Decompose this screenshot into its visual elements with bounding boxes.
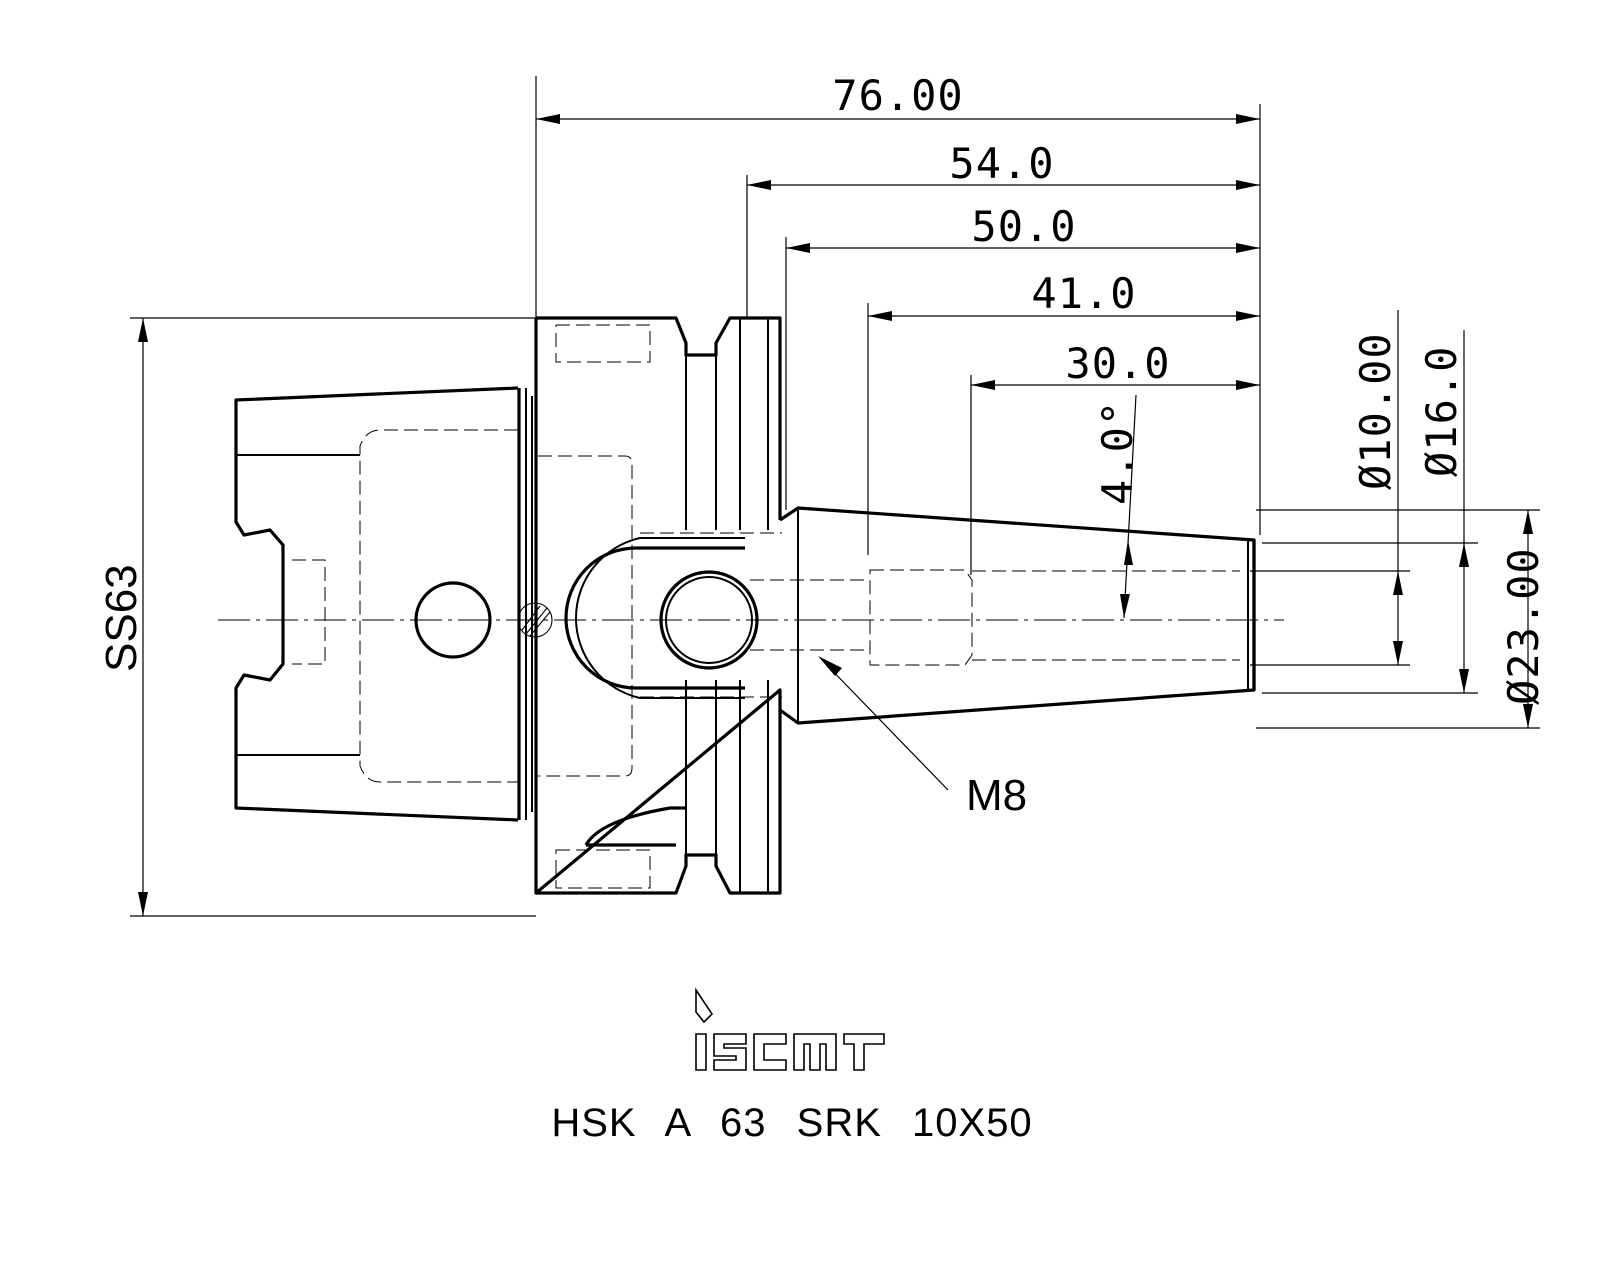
arrowhead bbox=[971, 380, 995, 390]
dim-41: 41.0 bbox=[1031, 269, 1136, 318]
section-hatch bbox=[521, 605, 551, 637]
arrowhead bbox=[1236, 380, 1260, 390]
key-slot-detail bbox=[584, 806, 686, 847]
dim-angle: 4.0° bbox=[1093, 400, 1142, 505]
arrowhead bbox=[1393, 641, 1403, 665]
flange-extension-lines bbox=[130, 317, 536, 917]
flange-outline bbox=[534, 316, 782, 895]
hidden-screw-bore bbox=[750, 569, 973, 666]
dim-76: 76.00 bbox=[832, 71, 963, 120]
hidden-key-slot-bottom bbox=[555, 849, 651, 889]
dim-50: 50.0 bbox=[971, 202, 1076, 251]
dimensions-diameter: Ø10.00 Ø16.0 Ø23.00 bbox=[1250, 310, 1548, 729]
arrowhead bbox=[536, 114, 560, 124]
dim-d10: Ø10.00 bbox=[1351, 332, 1400, 490]
holder-body bbox=[234, 316, 1256, 895]
dimensions-horizontal: 76.00 54.0 50.0 41.0 30.0 bbox=[535, 71, 1261, 575]
diameter-extension-lines bbox=[1250, 509, 1540, 729]
arrowhead bbox=[1236, 243, 1260, 253]
m8-leader bbox=[821, 659, 949, 791]
arrowhead bbox=[1236, 114, 1260, 124]
hsk-shank-inner-line bbox=[236, 454, 360, 756]
u-shaped-cutout-inner bbox=[575, 537, 745, 699]
hidden-key-slot-top bbox=[555, 324, 651, 363]
extension-lines bbox=[535, 76, 1261, 575]
arrowhead bbox=[1124, 540, 1133, 565]
dimension-angle: 4.0° bbox=[1093, 394, 1142, 619]
arrowhead bbox=[1459, 543, 1469, 567]
arrowhead bbox=[138, 892, 148, 916]
arrowhead bbox=[747, 180, 771, 190]
dim-d23: Ø23.00 bbox=[1499, 547, 1548, 705]
hidden-bore-shank bbox=[359, 429, 518, 783]
arrowhead bbox=[1393, 571, 1403, 595]
hidden-collet-bore bbox=[972, 570, 1240, 661]
dimension-flange: SS63 bbox=[97, 317, 536, 917]
hsk-shank-outline bbox=[234, 386, 519, 822]
arrowhead bbox=[1459, 669, 1469, 693]
arrowhead bbox=[1236, 311, 1260, 321]
arrowhead bbox=[818, 656, 842, 676]
dim-d16: Ø16.0 bbox=[1417, 346, 1466, 477]
arrowhead bbox=[138, 318, 148, 342]
angle-leader bbox=[1123, 394, 1137, 619]
arrowhead bbox=[1523, 704, 1533, 728]
m8-label: M8 bbox=[966, 771, 1027, 820]
part-title: HSK A 63 SRK 10X50 bbox=[551, 1101, 1032, 1145]
arrowhead bbox=[1120, 594, 1130, 618]
hidden-inner-cavity bbox=[292, 559, 326, 665]
arrowhead bbox=[868, 311, 892, 321]
hidden-bore-inner bbox=[538, 455, 633, 777]
brand-logo: iscar bbox=[695, 987, 885, 1071]
arrowhead bbox=[1523, 510, 1533, 534]
logo-mark bbox=[695, 987, 885, 1071]
u-shaped-cutout bbox=[564, 546, 745, 690]
cross-holes bbox=[414, 537, 759, 699]
dim-ss63: SS63 bbox=[97, 564, 146, 672]
v-groove-lines bbox=[685, 318, 769, 893]
arrowhead bbox=[786, 243, 810, 253]
dim-54: 54.0 bbox=[949, 139, 1054, 188]
dim-30: 30.0 bbox=[1065, 339, 1170, 388]
arrowhead bbox=[1236, 180, 1260, 190]
thread-callout: M8 bbox=[818, 656, 1027, 820]
